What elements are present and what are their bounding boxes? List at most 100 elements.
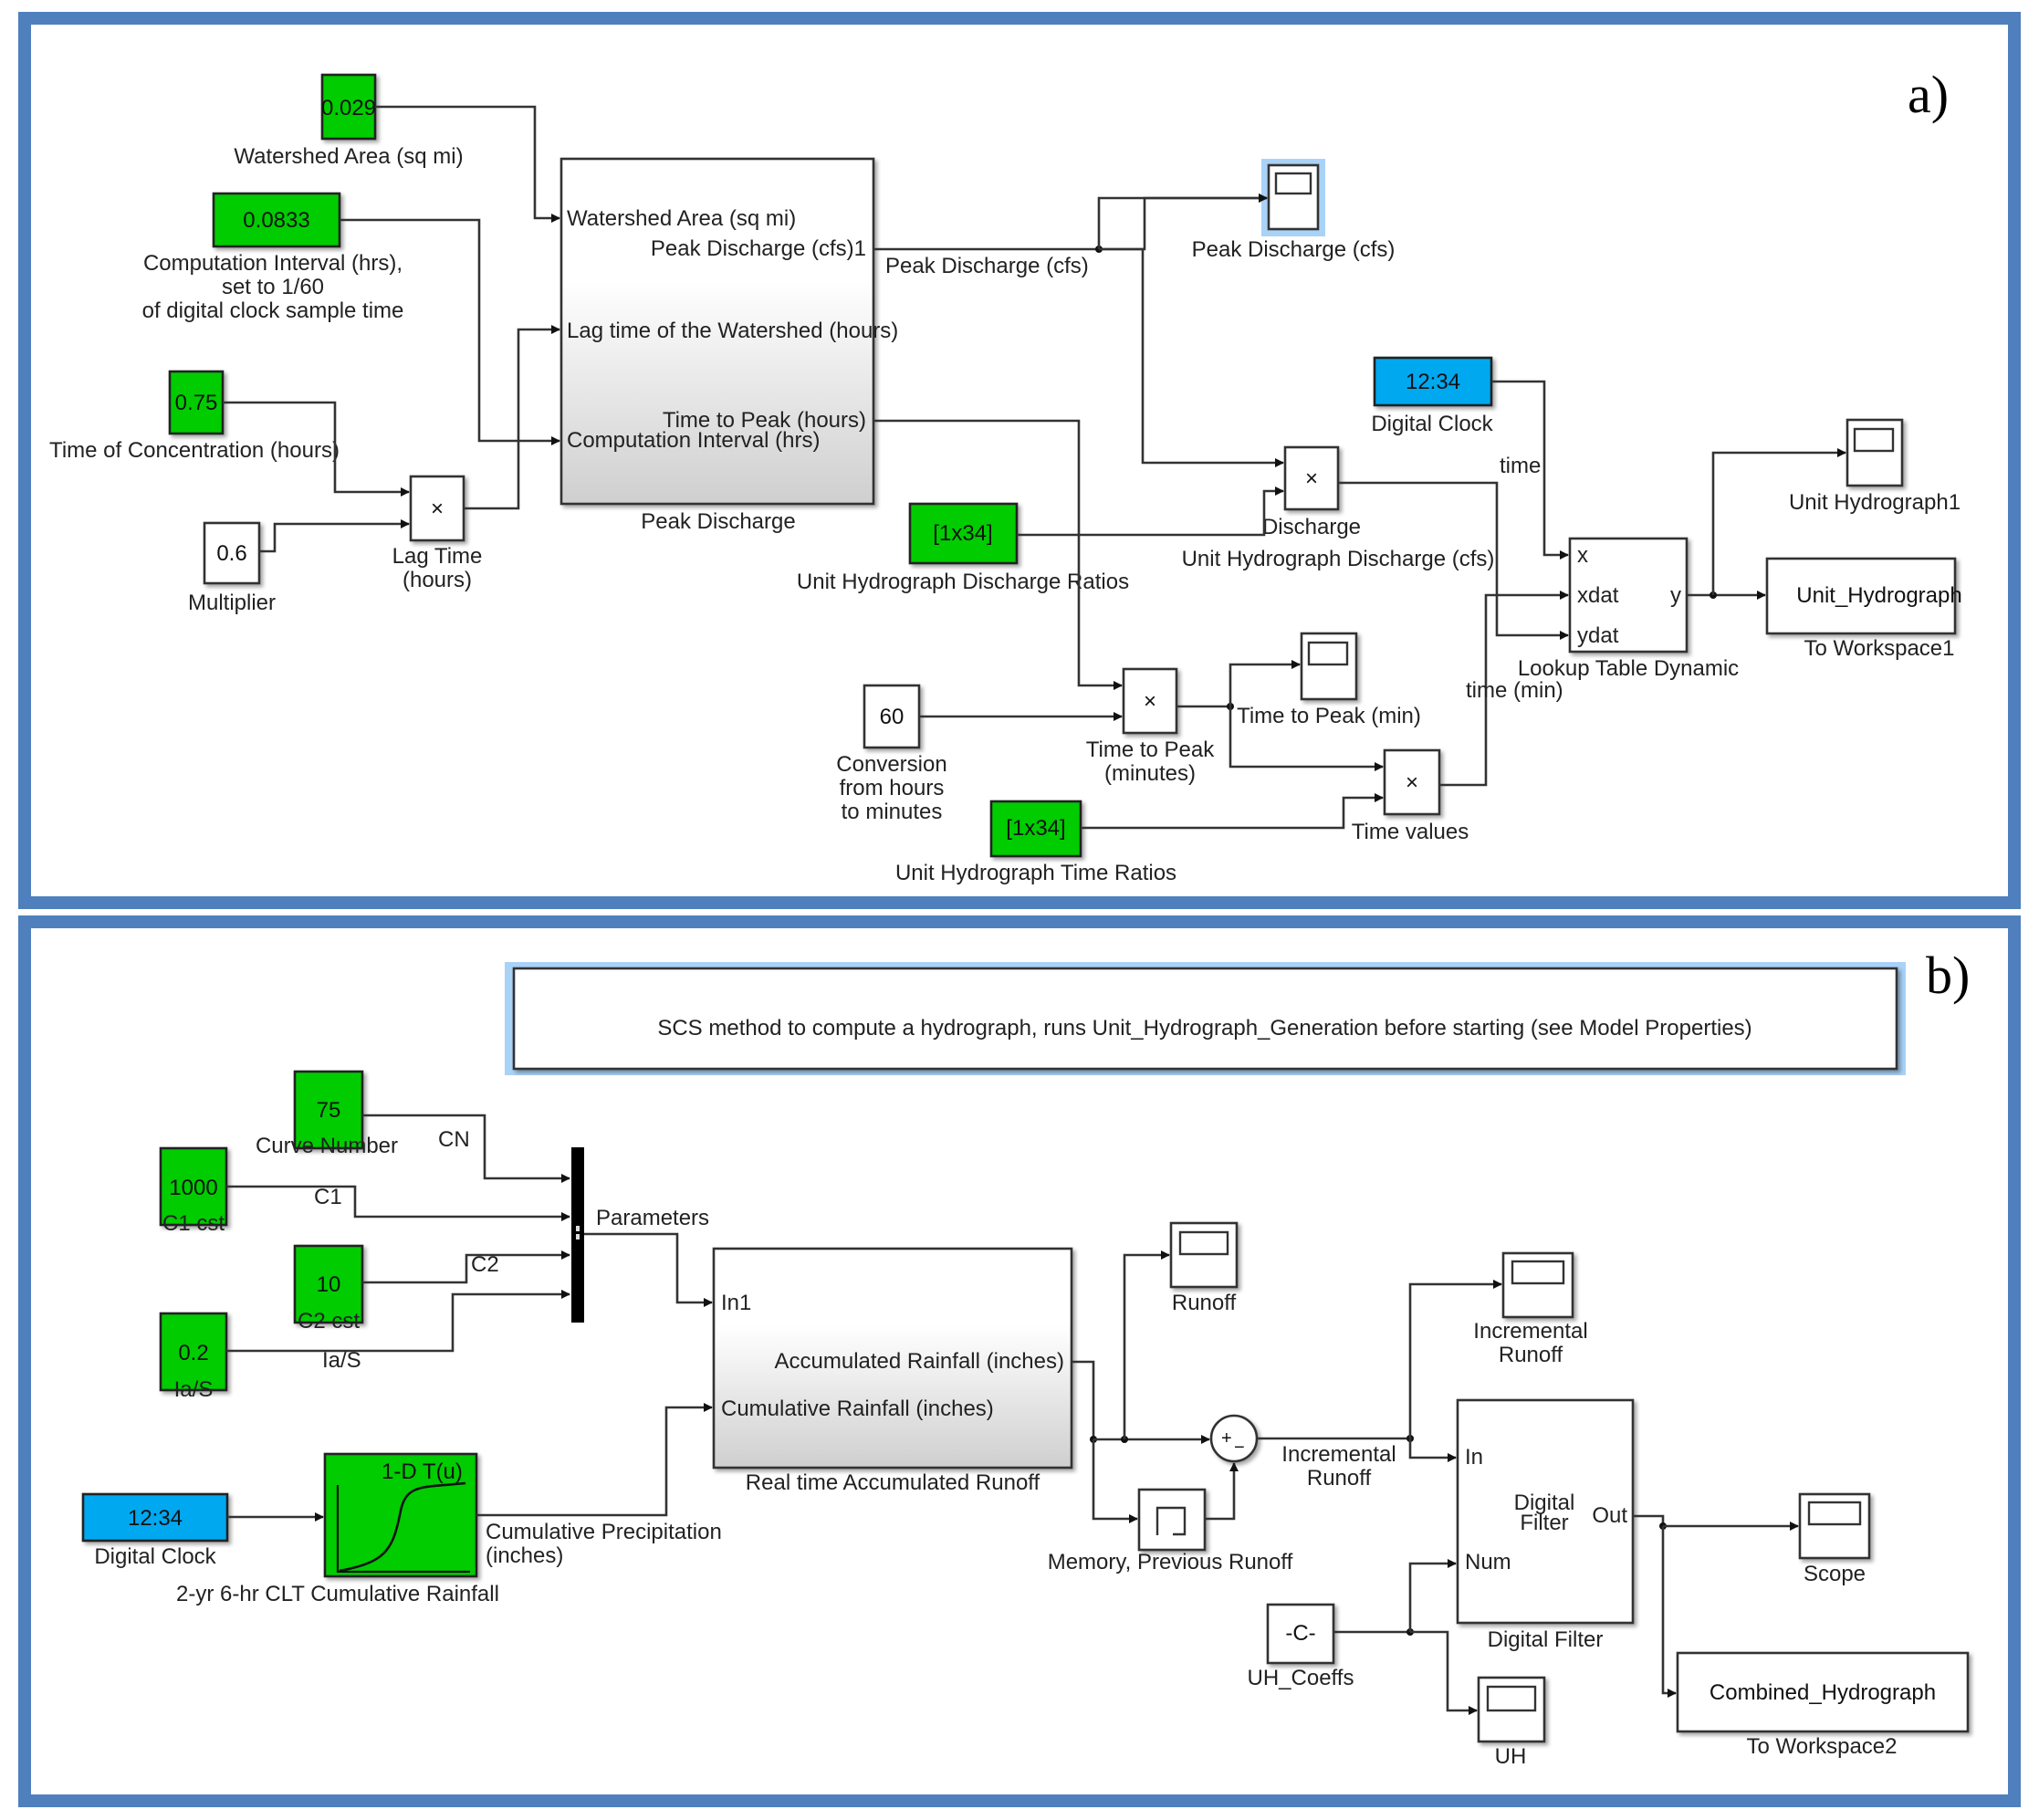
computation-interval-value: 0.0833 — [243, 208, 309, 233]
scope-icon — [1178, 1230, 1229, 1256]
mux-label: Parameters — [596, 1206, 709, 1230]
computation-interval-constant[interactable]: 0.0833 — [212, 192, 341, 248]
port-xdat: xdat — [1577, 583, 1619, 608]
signal-incremental-2: Runoff — [1307, 1466, 1372, 1491]
wire-to-runoff-scope — [1123, 1250, 1170, 1439]
signal-cumulative-precip-2: (inches) — [486, 1543, 563, 1568]
conversion-constant[interactable]: 60 — [863, 684, 921, 749]
product-icon: × — [431, 497, 444, 521]
wire-memory-to-sum — [1205, 1462, 1239, 1521]
incremental-scope-label-1: Incremental — [1473, 1319, 1587, 1344]
c1-constant[interactable]: 1000 — [159, 1146, 228, 1227]
scope-block[interactable] — [1798, 1492, 1871, 1560]
wire-uh-discharge-to-ydat — [1338, 481, 1569, 640]
wire-to-memory — [1092, 1439, 1138, 1523]
model-annotation[interactable]: SCS method to compute a hydrograph, runs… — [505, 962, 1906, 1075]
digital-clock-a[interactable]: 12:34 — [1373, 356, 1493, 407]
panel-a — [18, 12, 2021, 909]
digital-filter-block[interactable]: In Num Out Digital Filter — [1456, 1398, 1635, 1625]
peak-discharge-subsystem[interactable]: Watershed Area (sq mi) Peak Discharge (c… — [559, 157, 898, 506]
to-workspace1-block[interactable]: Unit_Hydrograph — [1765, 557, 1962, 635]
port-lag-time: Lag time of the Watershed (hours) — [567, 319, 898, 343]
product-icon: × — [1406, 770, 1418, 795]
incremental-scope-label-2: Runoff — [1499, 1343, 1563, 1367]
curve-number-value: 75 — [317, 1098, 341, 1123]
clock-a-label: Digital Clock — [1371, 412, 1493, 436]
curve-number-constant[interactable]: 75 — [293, 1070, 364, 1150]
wire-peak-to-discharge — [1099, 247, 1284, 467]
wire-parameters — [584, 1232, 713, 1307]
wire-time-to-peak-hours — [873, 419, 1123, 690]
mux-mark — [576, 1226, 580, 1231]
time-to-peak-scope[interactable] — [1300, 632, 1358, 701]
wire-y-to-scope — [1711, 448, 1846, 595]
mux-mark — [576, 1234, 580, 1239]
watershed-area-value: 0.029 — [321, 96, 376, 120]
sum-block[interactable]: + − — [1209, 1414, 1259, 1463]
uh-coeffs-constant[interactable]: -C- — [1266, 1603, 1335, 1665]
unit-hydrograph-scope-label: Unit Hydrograph1 — [1789, 490, 1961, 515]
signal-cumulative-precip-1: Cumulative Precipitation — [486, 1520, 722, 1544]
wire-watershed-area — [375, 105, 560, 223]
wire-peak-branch — [1097, 194, 1268, 249]
memory-block[interactable] — [1137, 1488, 1207, 1552]
watershed-area-constant[interactable]: 0.029 — [320, 73, 377, 141]
uh-scope-label: UH — [1495, 1744, 1527, 1769]
clock-a-value: 12:34 — [1406, 370, 1460, 394]
ia-s-constant[interactable]: 0.2 — [159, 1312, 228, 1392]
port-cumulative-rainfall: Cumulative Rainfall (inches) — [721, 1396, 994, 1421]
memory-label: Memory, Previous Runoff — [1048, 1550, 1293, 1574]
c2-constant[interactable]: 10 — [293, 1244, 364, 1324]
scope-icon — [1307, 641, 1349, 666]
s-curve-icon — [339, 1481, 466, 1573]
port-y: y — [1670, 583, 1681, 608]
conversion-label-1: Conversion — [836, 752, 946, 777]
uh-discharge-ratios-value: [1x34] — [933, 521, 992, 546]
filter-center-2: Filter — [1520, 1511, 1568, 1535]
wire-time — [1491, 380, 1569, 560]
unit-hydrograph-scope[interactable] — [1846, 418, 1904, 487]
signal-incremental-1: Incremental — [1281, 1442, 1396, 1467]
time-to-peak-product-block[interactable]: × — [1122, 667, 1178, 735]
uh-discharge-ratios-constant[interactable]: [1x34] — [908, 502, 1019, 565]
port-in1: In1 — [721, 1291, 751, 1315]
lookup-table-dynamic[interactable]: x xdat ydat y — [1568, 537, 1689, 654]
uh-time-ratios-constant[interactable]: [1x34] — [989, 800, 1082, 858]
incremental-runoff-scope[interactable] — [1501, 1251, 1574, 1319]
multiplier-constant[interactable]: 0.6 — [203, 521, 261, 585]
to-workspace2-block[interactable]: Combined_Hydrograph — [1676, 1651, 1970, 1733]
time-of-concentration-constant[interactable]: 0.75 — [168, 370, 225, 435]
uh-time-ratios-value: [1x34] — [1006, 816, 1065, 841]
curve-number-label: Curve Number — [256, 1134, 398, 1158]
uh-scope[interactable] — [1477, 1676, 1546, 1743]
to-workspace1-var: Unit_Hydrograph — [1796, 583, 1961, 608]
port-num: Num — [1465, 1550, 1511, 1574]
digital-clock-b[interactable]: 12:34 — [81, 1492, 229, 1543]
wire-to-uh-scope — [1410, 1630, 1478, 1715]
wire-to-filter-in — [1408, 1438, 1457, 1462]
lookup-table-label: Lookup Table Dynamic — [1518, 656, 1739, 681]
port-out: Out — [1592, 1503, 1627, 1528]
c2-label: C2 cst — [298, 1309, 360, 1334]
wire-ia-s — [226, 1290, 570, 1353]
peak-discharge-scope[interactable] — [1261, 159, 1325, 236]
scope-label: Scope — [1804, 1562, 1866, 1586]
scope-icon — [1853, 427, 1895, 453]
product-icon: × — [1144, 689, 1156, 714]
computation-interval-label-3: of digital clock sample time — [142, 298, 404, 323]
signal-ia-s: Ia/S — [322, 1348, 361, 1373]
signal-time-min: time (min) — [1466, 678, 1563, 703]
time-values-product-block[interactable]: × — [1383, 748, 1441, 816]
rainfall-lookup-table[interactable]: 1-D T(u) — [323, 1452, 478, 1578]
computation-interval-label-2: set to 1/60 — [222, 275, 324, 299]
ia-s-label: Ia/S — [174, 1377, 214, 1402]
multiplier-value: 0.6 — [216, 541, 246, 566]
scope-icon — [1274, 172, 1312, 195]
runoff-subsystem[interactable]: In1 Accumulated Rainfall (inches) Cumula… — [712, 1247, 1073, 1470]
lag-time-product-block[interactable]: × — [409, 475, 465, 542]
discharge-product-block[interactable]: × — [1283, 445, 1340, 511]
runoff-scope-label: Runoff — [1172, 1291, 1237, 1315]
port-accumulated-rainfall: Accumulated Rainfall (inches) — [775, 1349, 1064, 1374]
to-workspace2-label: To Workspace2 — [1747, 1734, 1898, 1759]
runoff-scope[interactable] — [1169, 1221, 1239, 1289]
